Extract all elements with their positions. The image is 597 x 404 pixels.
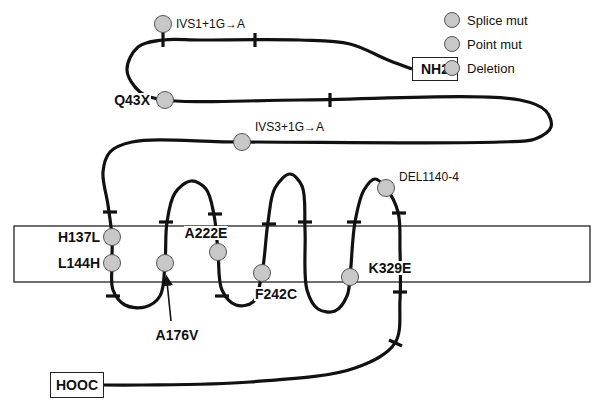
membrane-band <box>14 226 590 282</box>
polypeptide-chain <box>103 39 552 385</box>
point-site <box>342 269 359 286</box>
legend-swatch <box>444 60 460 76</box>
tick-mark <box>208 212 222 215</box>
point-site <box>254 265 271 282</box>
leader-arrow <box>167 277 172 321</box>
mutation-sites <box>104 16 395 286</box>
point-site <box>210 244 227 261</box>
mutation-label: K329E <box>368 261 413 276</box>
tick-mark <box>262 222 276 225</box>
legend-swatch <box>444 12 460 28</box>
splice-site <box>155 16 172 33</box>
tick-mark <box>215 294 229 297</box>
point-site <box>157 255 174 272</box>
tick-mark <box>161 31 164 47</box>
legend-text: Deletion <box>467 62 515 75</box>
mutation-label: L144H <box>57 256 101 271</box>
mutation-note: DEL1140-4 <box>398 171 460 184</box>
point-site <box>104 255 121 272</box>
legend-text: Point mut <box>467 38 522 51</box>
terminus-label: HOOC <box>56 378 98 392</box>
terminus-box: HOOC <box>50 372 104 398</box>
tick-mark <box>347 220 361 223</box>
legend-swatch <box>444 36 460 52</box>
tick-mark <box>253 33 256 47</box>
tick-mark <box>298 220 312 223</box>
mutation-note: IVS1+1G→A <box>175 18 246 31</box>
tick-mark <box>103 210 117 213</box>
tick-mark <box>393 290 407 293</box>
mutation-label: A176V <box>155 328 200 343</box>
tick-mark <box>328 93 331 107</box>
splice-site <box>234 134 251 151</box>
tick-mark <box>106 294 120 297</box>
mutation-label: A222E <box>184 226 229 241</box>
deletion-site <box>378 180 395 197</box>
mutation-label: Q43X <box>113 93 151 108</box>
mutation-label: F242C <box>254 287 298 302</box>
mutation-note: IVS3+1G→A <box>254 121 325 134</box>
tick-mark <box>389 340 402 346</box>
tick-mark <box>392 211 406 214</box>
point-site <box>157 92 174 109</box>
point-site <box>104 229 121 246</box>
tick-mark <box>159 220 173 223</box>
legend-text: Splice mut <box>467 14 528 27</box>
mutation-label: H137L <box>57 230 101 245</box>
topology-ticks <box>103 31 407 346</box>
